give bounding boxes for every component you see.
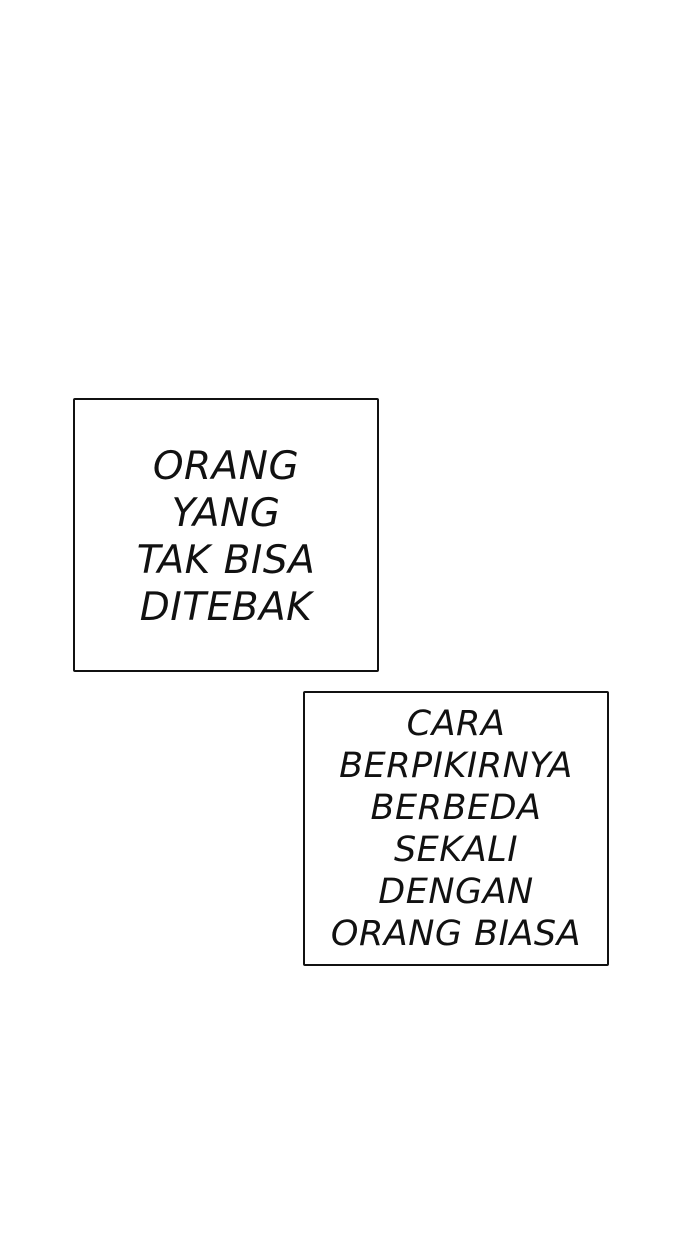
caption-box-2: CARA BERPIKIRNYA BERBEDA SEKALI DENGAN O… (303, 691, 609, 966)
caption-2-line-3: BERBEDA (370, 787, 542, 828)
caption-1-line-3: TAK BISA (136, 538, 316, 583)
caption-2-line-6: ORANG BIASA (330, 913, 582, 954)
caption-1-line-4: DITEBAK (139, 585, 313, 630)
caption-1-line-1: ORANG (152, 444, 300, 489)
caption-2-line-4: SEKALI (393, 829, 519, 870)
caption-1-line-2: YANG (171, 491, 281, 536)
caption-box-1: ORANG YANG TAK BISA DITEBAK (73, 398, 379, 672)
caption-2-line-5: DENGAN (378, 871, 534, 912)
caption-2-line-1: CARA (406, 703, 506, 744)
caption-2-line-2: BERPIKIRNYA (339, 745, 573, 786)
